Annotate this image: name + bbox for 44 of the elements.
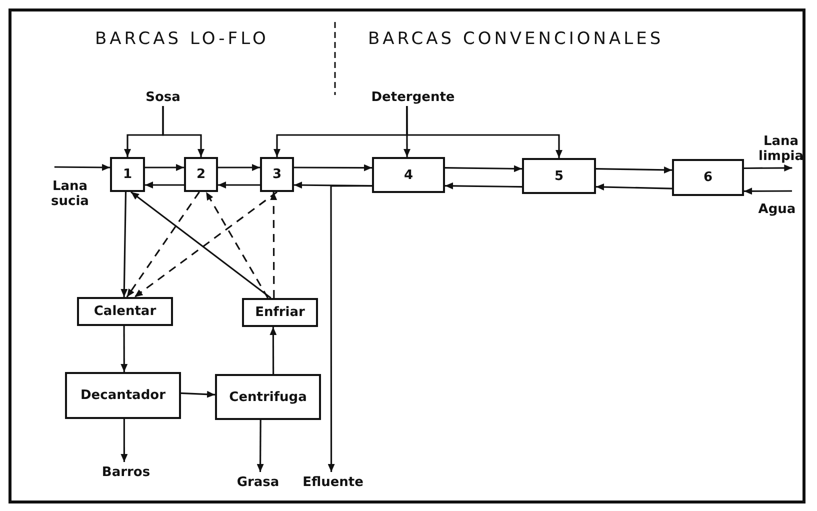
- process-box: 1: [110, 157, 145, 192]
- arrow: [270, 192, 278, 298]
- arrow: [444, 182, 522, 190]
- arrow: [294, 164, 372, 172]
- arrow: [406, 106, 562, 158]
- arrow: [596, 166, 672, 174]
- arrow: [120, 326, 128, 372]
- arrow: [180, 390, 216, 398]
- process-box: Calentar: [77, 297, 173, 326]
- arrow: [162, 106, 204, 157]
- process-box: 3: [260, 157, 294, 192]
- process-box: Centrifuga: [215, 374, 321, 420]
- arrow: [328, 185, 372, 472]
- stream-label: Sosa: [143, 88, 183, 106]
- section-heading: BARCAS CONVENCIONALES: [368, 30, 665, 48]
- arrow: [256, 420, 264, 472]
- process-box: 5: [522, 158, 596, 194]
- arrow: [120, 192, 128, 298]
- stream-label: Lana sucia: [44, 176, 96, 212]
- process-box: 2: [184, 157, 218, 192]
- arrow: [54, 164, 110, 171]
- arrow: [744, 188, 792, 195]
- stream-label: Agua: [752, 200, 802, 218]
- arrow: [270, 327, 277, 374]
- arrow: [120, 419, 128, 462]
- arrow: [596, 183, 672, 190]
- arrow: [145, 164, 184, 171]
- process-box: Enfriar: [242, 298, 318, 327]
- arrow: [444, 165, 522, 172]
- arrow: [145, 182, 184, 188]
- process-box: 6: [672, 159, 744, 196]
- process-box: Decantador: [65, 372, 181, 419]
- stream-label: Efluente: [290, 472, 376, 492]
- arrow: [205, 192, 269, 298]
- arrow: [126, 192, 200, 298]
- section-heading: BARCAS LO-FLO: [95, 30, 270, 48]
- stream-label: Detergente: [362, 88, 464, 106]
- process-box: 4: [372, 157, 445, 193]
- arrow: [218, 182, 260, 188]
- arrow: [744, 164, 792, 172]
- arrow: [218, 164, 260, 171]
- stream-label: Barros: [96, 462, 156, 482]
- stream-label: Lana limpia: [750, 134, 812, 164]
- stream-label: Grasa: [230, 472, 286, 492]
